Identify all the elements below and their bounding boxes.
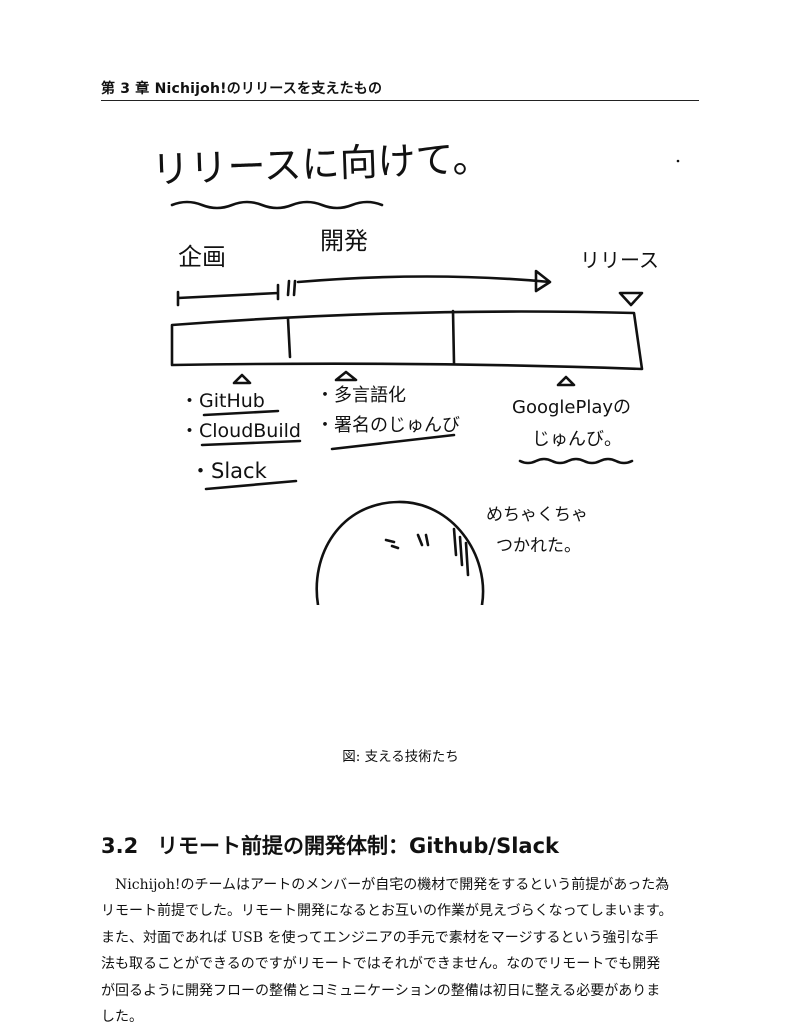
running-header: 第 3 章 Nichijoh!のリリースを支えたもの bbox=[101, 81, 383, 97]
release-marker-icon bbox=[618, 291, 644, 307]
body-line: 法も取ることができるのですがリモートではそれができません。なのでリモートでも開発 bbox=[101, 956, 661, 973]
body-line: また、対面であれば USB を使ってエンジニアの手元で素材をマージするという強引… bbox=[101, 929, 659, 946]
stray-dot bbox=[676, 159, 680, 163]
timeline-divider-1 bbox=[286, 317, 292, 359]
planning-item-cloudbuild: ・CloudBuild bbox=[180, 420, 301, 442]
sketch-title: リリースに向けて。 bbox=[151, 136, 491, 192]
section-title-text: リモート前提の開発体制：Github/Slack bbox=[157, 834, 559, 858]
header-rule bbox=[101, 100, 699, 101]
pointer-release-icon bbox=[556, 375, 576, 387]
planning-item-github: ・GitHub bbox=[180, 390, 265, 412]
body-line: が回るように開発フローの整備とコミュニケーションの整備は初日に整える必要がありま bbox=[101, 982, 661, 999]
body-line: リモート前提でした。リモート開発になるとお互いの作業が見えづらくなってしまいます… bbox=[101, 903, 673, 920]
mascot-speech-line-1: めちゃくちゃ bbox=[486, 505, 588, 525]
title-underline bbox=[170, 200, 384, 210]
body-paragraph: Nichijoh!のチームはアートのメンバーが自宅の機材で開発をするという前提が… bbox=[101, 872, 701, 1030]
timeline-divider-2 bbox=[451, 309, 456, 365]
phase-separator bbox=[286, 279, 297, 297]
release-item-prep: じゅんび。 bbox=[532, 429, 622, 450]
phase-planning-label: 企画 bbox=[178, 243, 226, 271]
mascot-speech-line-2: つかれた。 bbox=[496, 536, 581, 556]
development-item-i18n: ・多言語化 bbox=[316, 385, 406, 406]
pointer-planning-icon bbox=[232, 373, 252, 385]
mascot-eye-right bbox=[416, 533, 430, 547]
section-heading: 3.2 リモート前提の開発体制：Github/Slack bbox=[101, 830, 721, 860]
mascot-body bbox=[315, 500, 485, 605]
phase-release-label: リリース bbox=[580, 248, 659, 272]
mascot-eye-left bbox=[384, 538, 400, 550]
release-item-googleplay: GooglePlayの bbox=[512, 397, 631, 418]
section-number: 3.2 bbox=[101, 834, 139, 858]
cloudbuild-underline bbox=[200, 439, 302, 447]
hand-drawn-figure: リリースに向けて。 企画 開発 リリース ・GitHub ・CloudBuild… bbox=[140, 135, 680, 605]
slack-underline bbox=[204, 479, 298, 491]
phase-development-label: 開発 bbox=[320, 227, 368, 255]
github-underline bbox=[202, 409, 280, 417]
body-line: Nichijoh!のチームはアートのメンバーが自宅の機材で開発をするという前提が… bbox=[115, 877, 670, 893]
planning-item-slack: ・Slack bbox=[190, 459, 268, 483]
timeline-bar bbox=[170, 310, 644, 371]
development-arrow bbox=[296, 269, 552, 293]
release-sketch: リリースに向けて。 企画 開発 リリース ・GitHub ・CloudBuild… bbox=[151, 136, 680, 605]
release-underline bbox=[518, 457, 634, 465]
development-item-signing: ・署名のじゅんび bbox=[316, 415, 460, 436]
signing-underline bbox=[330, 433, 456, 451]
body-line: した。 bbox=[101, 1009, 143, 1026]
planning-bracket bbox=[176, 283, 280, 307]
mascot-sweat-lines bbox=[452, 527, 470, 577]
figure-caption: 図: 支える技術たち bbox=[342, 749, 459, 765]
pointer-development-icon bbox=[334, 370, 358, 382]
